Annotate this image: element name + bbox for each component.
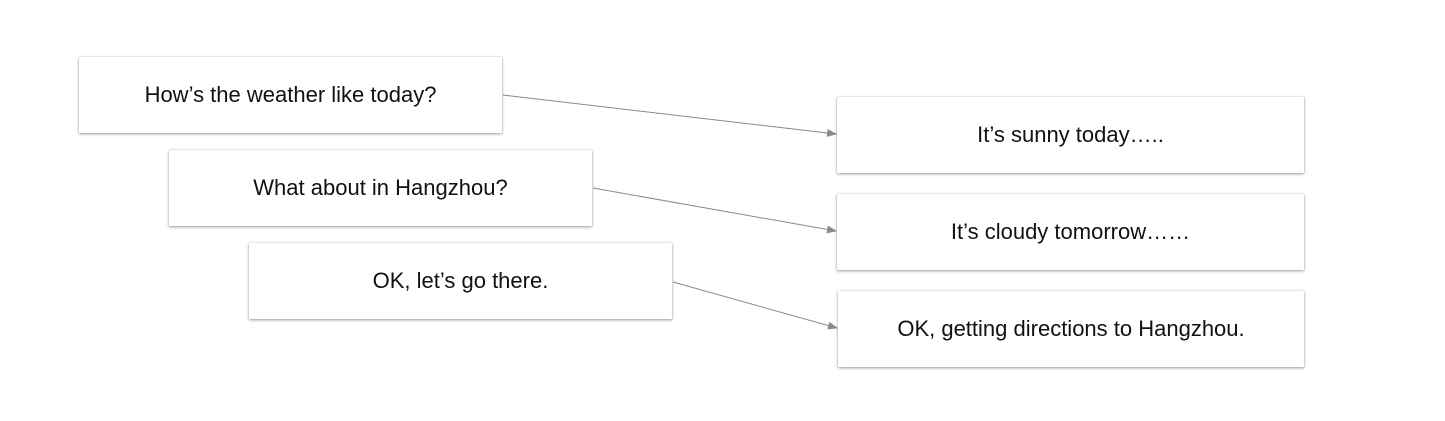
- response-text: OK, getting directions to Hangzhou.: [897, 316, 1245, 341]
- response-text: It’s cloudy tomorrow……: [950, 219, 1191, 244]
- utterance-text: How’s the weather like today?: [144, 82, 437, 107]
- response-text: It’s sunny today…..: [977, 122, 1164, 147]
- utterance-text: OK, let’s go there.: [372, 268, 549, 293]
- arrow-q3-to-a3: [672, 281, 838, 330]
- utterance-box-go-there: OK, let’s go there.: [249, 243, 672, 319]
- response-box-directions: OK, getting directions to Hangzhou.: [838, 291, 1304, 367]
- utterance-box-hangzhou: What about in Hangzhou?: [169, 150, 592, 226]
- utterance-text: What about in Hangzhou?: [253, 175, 508, 200]
- response-box-cloudy: It’s cloudy tomorrow……: [837, 194, 1304, 270]
- utterance-box-weather: How’s the weather like today?: [79, 57, 502, 133]
- arrow-q1-to-a1: [502, 94, 837, 137]
- arrow-q2-to-a2: [592, 187, 837, 234]
- response-box-sunny: It’s sunny today…..: [837, 97, 1304, 173]
